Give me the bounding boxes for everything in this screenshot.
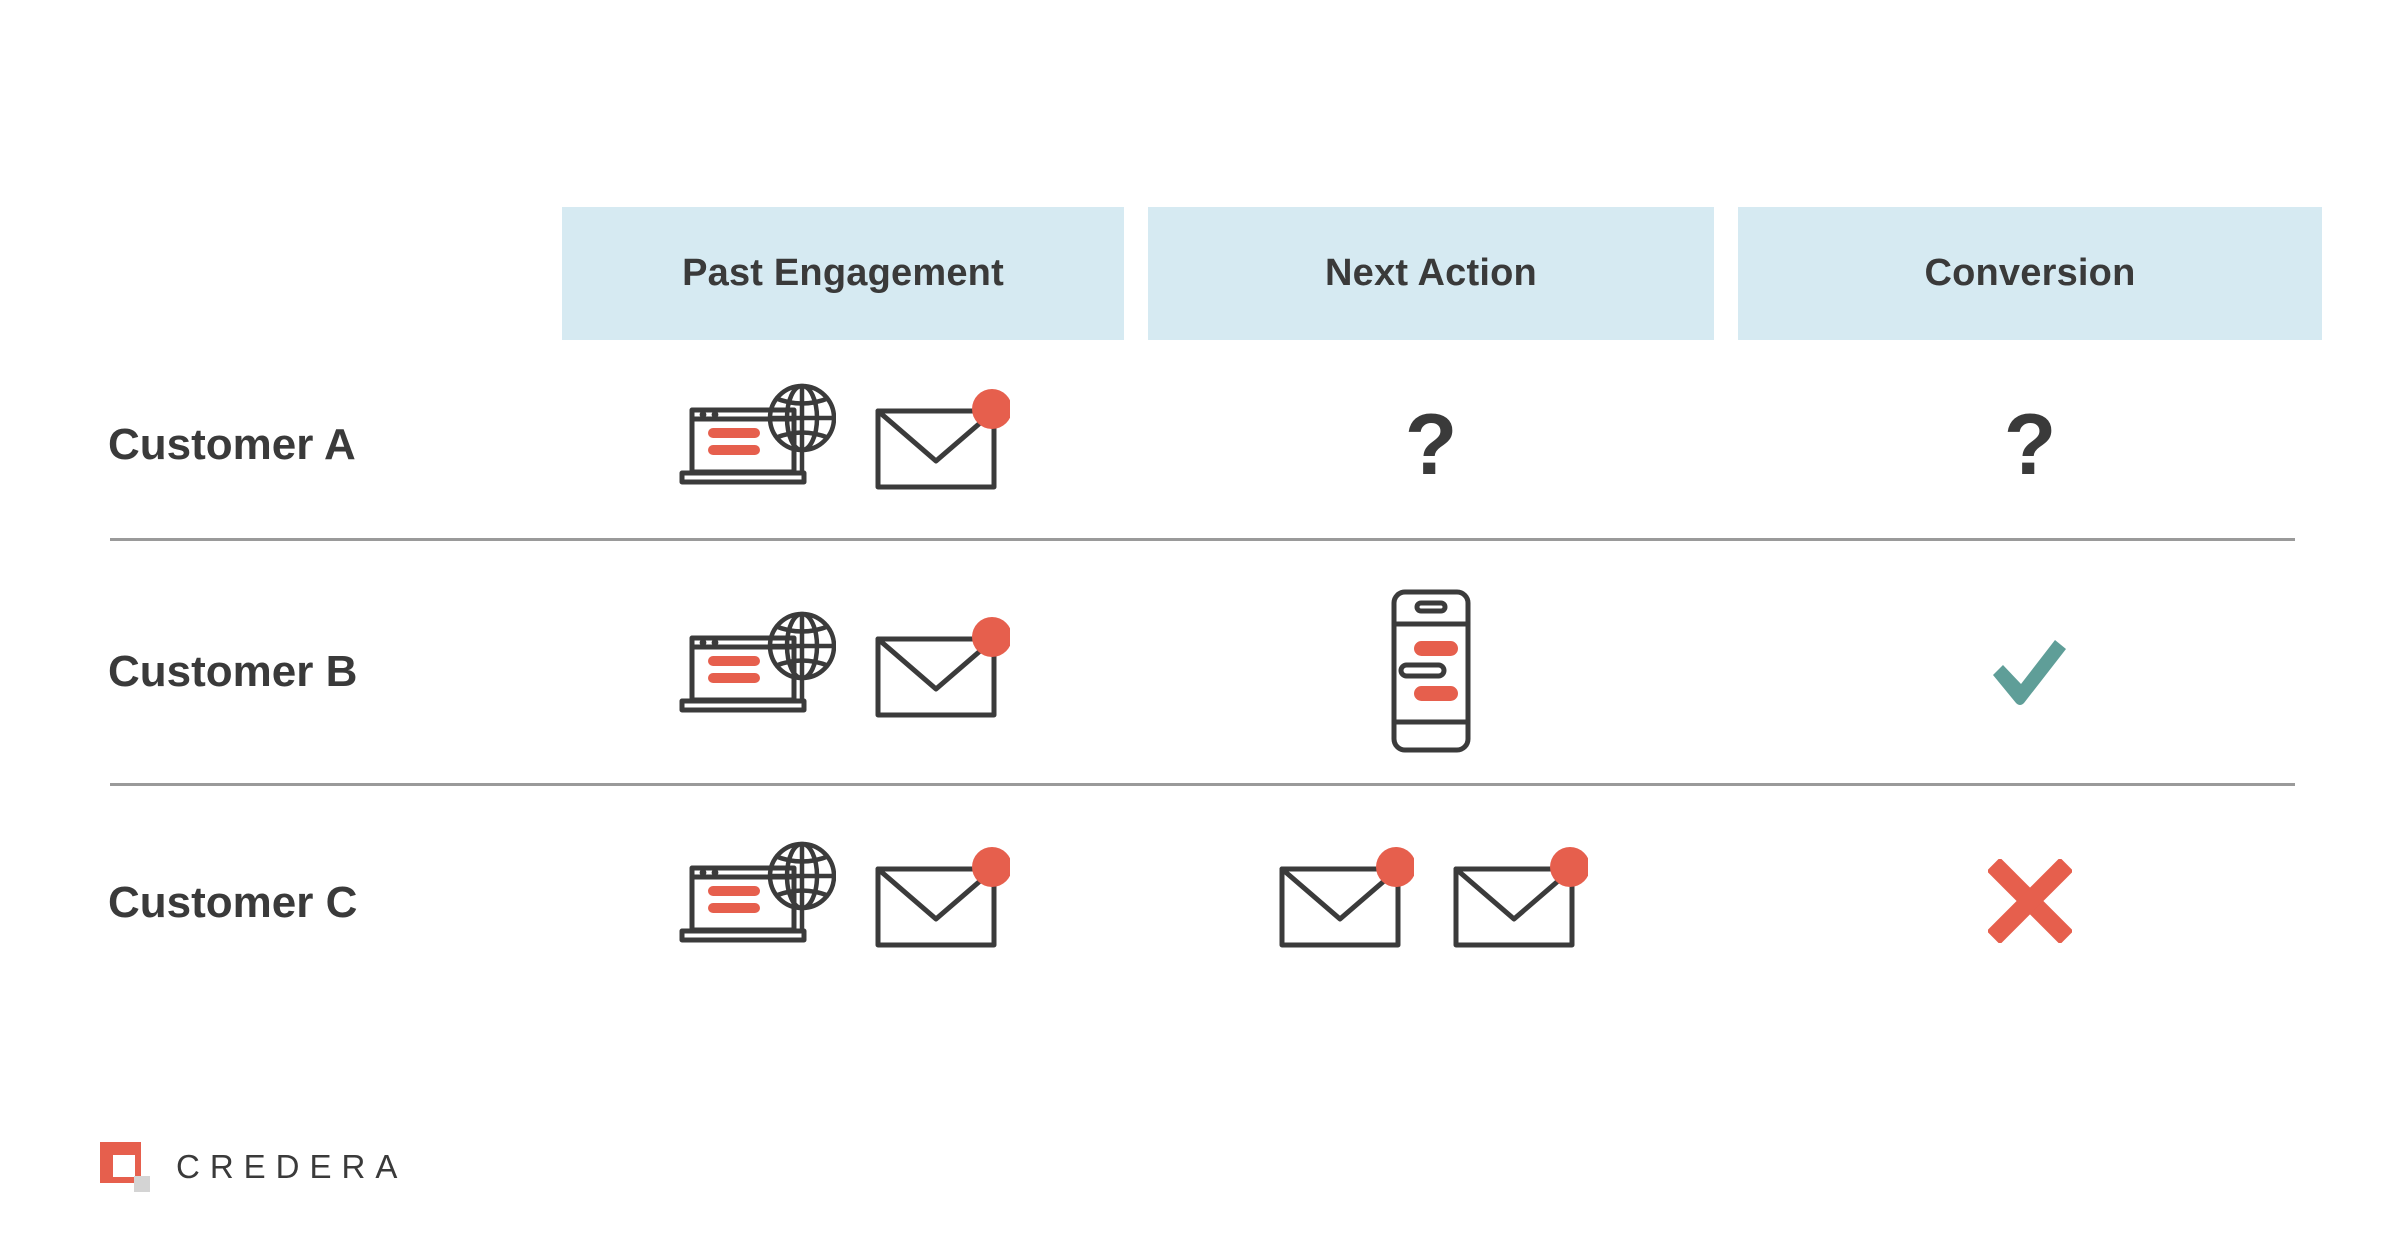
cell-conversion-customer-b bbox=[1738, 588, 2322, 758]
cell-past-engagement-customer-a bbox=[562, 360, 1124, 530]
envelope-notification-icon bbox=[1274, 845, 1416, 962]
row-label-customer-c: Customer C bbox=[108, 878, 358, 927]
cell-past-engagement-customer-c bbox=[562, 818, 1124, 988]
column-header-label: Past Engagement bbox=[682, 252, 1004, 294]
row-label-customer-a: Customer A bbox=[108, 420, 356, 469]
envelope-notification-icon bbox=[870, 845, 1012, 962]
laptop-globe-icon bbox=[676, 381, 837, 510]
cell-next-action-customer-a: ? bbox=[1148, 360, 1714, 530]
column-header-conversion: Conversion bbox=[1738, 207, 2322, 340]
logo-white-notch bbox=[113, 1155, 135, 1177]
question-mark-icon: ? bbox=[2003, 397, 2057, 493]
column-header-label: Conversion bbox=[1924, 252, 2136, 294]
row-label-customer-b: Customer B bbox=[108, 647, 358, 696]
cell-past-engagement-customer-b bbox=[562, 588, 1124, 758]
row-divider bbox=[110, 538, 2295, 541]
logo-gray-square bbox=[134, 1176, 150, 1192]
column-header-next-action: Next Action bbox=[1148, 207, 1714, 340]
question-mark-icon: ? bbox=[1404, 397, 1458, 493]
laptop-globe-icon bbox=[676, 839, 837, 968]
cell-conversion-customer-c bbox=[1738, 818, 2322, 988]
check-mark-icon bbox=[1987, 631, 2073, 716]
column-header-label: Next Action bbox=[1325, 252, 1537, 294]
cross-mark-icon bbox=[1986, 857, 2074, 948]
envelope-notification-icon bbox=[870, 387, 1012, 504]
column-header-past-engagement: Past Engagement bbox=[562, 207, 1124, 340]
row-divider bbox=[110, 783, 2295, 786]
credera-logo: CREDERA bbox=[100, 1142, 407, 1192]
cell-conversion-customer-a: ? bbox=[1738, 360, 2322, 530]
laptop-globe-icon bbox=[676, 609, 837, 738]
mobile-phone-icon bbox=[1386, 586, 1476, 761]
credera-wordmark: CREDERA bbox=[176, 1148, 408, 1185]
cell-next-action-customer-b bbox=[1148, 588, 1714, 758]
envelope-notification-icon bbox=[870, 615, 1012, 732]
credera-square-logo-icon bbox=[100, 1142, 150, 1192]
cell-next-action-customer-c bbox=[1148, 818, 1714, 988]
envelope-notification-icon bbox=[1448, 845, 1590, 962]
